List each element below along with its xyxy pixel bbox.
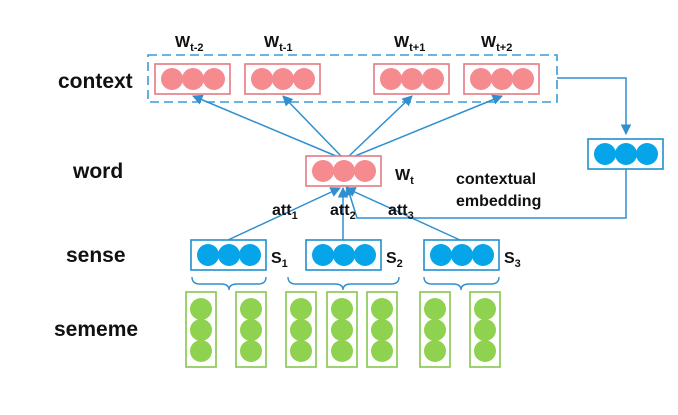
circle-node-icon xyxy=(636,143,658,165)
arrow-context-to-embedding xyxy=(557,77,632,136)
circle-node-icon xyxy=(290,340,312,362)
brace-sense-2 xyxy=(287,276,400,291)
circle-node-icon xyxy=(354,160,376,182)
sense-label-3: S3 xyxy=(504,250,521,270)
circle-node-icon xyxy=(331,298,353,320)
circle-node-icon xyxy=(474,298,496,320)
context-word-label-2: Wt-1 xyxy=(264,34,293,54)
attention-label-2: att2 xyxy=(330,202,356,222)
sememe-vector-1 xyxy=(185,291,217,368)
row-label-sememe: sememe xyxy=(54,318,138,341)
circle-node-icon xyxy=(218,244,240,266)
circle-node-icon xyxy=(451,244,473,266)
context-window-frame xyxy=(147,54,558,103)
circle-node-icon xyxy=(290,319,312,341)
context-word-label-3: Wt+1 xyxy=(394,34,425,54)
circle-node-icon xyxy=(474,340,496,362)
sememe-vector-6 xyxy=(419,291,451,368)
row-label-context: context xyxy=(58,70,133,93)
arrow-sense3-to-word xyxy=(345,187,461,241)
circle-node-icon xyxy=(380,68,402,90)
context-word-label-1: Wt-2 xyxy=(175,34,204,54)
circle-node-icon xyxy=(240,319,262,341)
contextual-embedding-label-line2: embedding xyxy=(456,193,541,210)
circle-node-icon xyxy=(371,340,393,362)
contextual-embedding-label-line1: contextual xyxy=(456,171,536,188)
arrow-word-to-context-4 xyxy=(354,94,503,157)
circle-node-icon xyxy=(474,319,496,341)
context-word-vector-3 xyxy=(373,63,450,95)
brace-sense-1 xyxy=(191,276,267,291)
sense-vector-2 xyxy=(305,239,382,271)
circle-node-icon xyxy=(430,244,452,266)
circle-node-icon xyxy=(615,143,637,165)
contextual-embedding-vector xyxy=(587,138,664,170)
circle-node-icon xyxy=(197,244,219,266)
circle-node-icon xyxy=(161,68,183,90)
circle-node-icon xyxy=(472,244,494,266)
brace-sense-3 xyxy=(423,276,500,291)
circle-node-icon xyxy=(371,298,393,320)
circle-node-icon xyxy=(371,319,393,341)
target-word-vector xyxy=(305,155,382,187)
circle-node-icon xyxy=(182,68,204,90)
circle-node-icon xyxy=(333,160,355,182)
attention-label-1: att1 xyxy=(272,202,298,222)
circle-node-icon xyxy=(240,340,262,362)
circle-node-icon xyxy=(333,244,355,266)
circle-node-icon xyxy=(470,68,492,90)
circle-node-icon xyxy=(331,319,353,341)
attention-label-3: att3 xyxy=(388,202,414,222)
sememe-vector-5 xyxy=(366,291,398,368)
sense-label-2: S2 xyxy=(386,250,403,270)
sememe-vector-4 xyxy=(326,291,358,368)
circle-node-icon xyxy=(293,68,315,90)
circle-node-icon xyxy=(424,340,446,362)
target-word-label: Wt xyxy=(395,167,414,187)
sememe-vector-3 xyxy=(285,291,317,368)
circle-node-icon xyxy=(190,319,212,341)
circle-node-icon xyxy=(491,68,513,90)
arrow-word-to-context-2 xyxy=(282,95,342,157)
arrow-embedding-to-word xyxy=(344,169,627,219)
circle-node-icon xyxy=(239,244,261,266)
arrow-word-to-context-1 xyxy=(192,94,337,157)
sense-vector-3 xyxy=(423,239,500,271)
sememe-vector-2 xyxy=(235,291,267,368)
circle-node-icon xyxy=(251,68,273,90)
circle-node-icon xyxy=(512,68,534,90)
circle-node-icon xyxy=(272,68,294,90)
sememe-vector-7 xyxy=(469,291,501,368)
circle-node-icon xyxy=(312,160,334,182)
circle-node-icon xyxy=(312,244,334,266)
arrow-sense1-to-word xyxy=(227,187,341,241)
circle-node-icon xyxy=(594,143,616,165)
row-label-word: word xyxy=(72,160,123,183)
circle-node-icon xyxy=(240,298,262,320)
arrow-word-to-context-3 xyxy=(348,95,413,157)
context-word-vector-4 xyxy=(463,63,540,95)
circle-node-icon xyxy=(331,340,353,362)
sense-label-1: S1 xyxy=(271,250,288,270)
circle-node-icon xyxy=(190,340,212,362)
sense-vector-1 xyxy=(190,239,267,271)
circle-node-icon xyxy=(354,244,376,266)
circle-node-icon xyxy=(190,298,212,320)
context-word-label-4: Wt+2 xyxy=(481,34,512,54)
circle-node-icon xyxy=(424,319,446,341)
circle-node-icon xyxy=(424,298,446,320)
context-word-vector-2 xyxy=(244,63,321,95)
circle-node-icon xyxy=(401,68,423,90)
row-label-sense: sense xyxy=(66,244,126,267)
circle-node-icon xyxy=(290,298,312,320)
context-word-vector-1 xyxy=(154,63,231,95)
circle-node-icon xyxy=(422,68,444,90)
circle-node-icon xyxy=(203,68,225,90)
